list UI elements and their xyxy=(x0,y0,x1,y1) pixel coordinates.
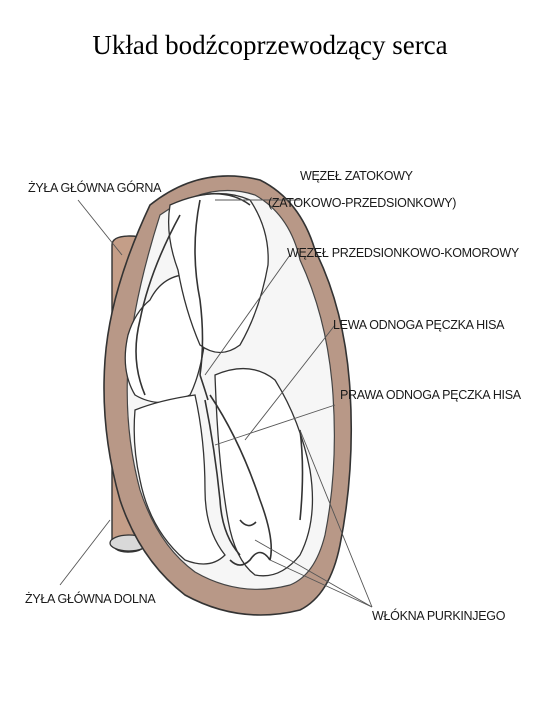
label-purkinje-fibers: WŁÓKNA PURKINJEGO xyxy=(372,608,506,623)
purkinje-path-1 xyxy=(229,551,271,566)
right-ventricle xyxy=(133,394,226,565)
internodal-path-2 xyxy=(135,214,181,396)
label-av-node: WĘZEŁ PRZEDSIONKOWO-KOMOROWY xyxy=(287,246,520,260)
leader-purkinje-2 xyxy=(269,559,373,608)
leader-superior-vena-cava xyxy=(77,199,123,256)
leader-purkinje-3 xyxy=(254,539,373,608)
leader-left-bundle xyxy=(244,324,336,441)
label-superior-vena-cava: ŻYŁA GŁÓWNA GÓRNA xyxy=(28,180,162,195)
right-branch-path xyxy=(204,399,241,556)
conduction-system xyxy=(135,192,304,566)
page-title: Układ bodźcoprzewodzący serca xyxy=(92,30,448,60)
label-sa-node-line1: WĘZEŁ ZATOKOWY xyxy=(300,169,414,183)
leader-inferior-vena-cava xyxy=(59,519,111,586)
left-branch-path xyxy=(209,394,273,561)
purkinje-path-3 xyxy=(239,519,257,527)
leader-right-bundle xyxy=(214,404,336,446)
label-right-bundle-branch: PRAWA ODNOGA PĘCZKA HISA xyxy=(340,388,522,402)
label-sa-node-line2: (ZATOKOWO-PRZEDSIONKOWY) xyxy=(268,196,456,210)
leader-purkinje-1 xyxy=(299,429,373,608)
purkinje-path-2 xyxy=(299,429,304,521)
sa-node-path xyxy=(199,192,251,206)
label-left-bundle-branch: LEWA ODNOGA PĘCZKA HISA xyxy=(333,318,505,332)
internodal-path-1 xyxy=(194,199,204,376)
label-inferior-vena-cava: ŻYŁA GŁÓWNA DOLNA xyxy=(25,591,156,606)
leader-av-node xyxy=(204,254,291,376)
leader-lines xyxy=(59,199,373,608)
av-bundle xyxy=(199,374,209,401)
